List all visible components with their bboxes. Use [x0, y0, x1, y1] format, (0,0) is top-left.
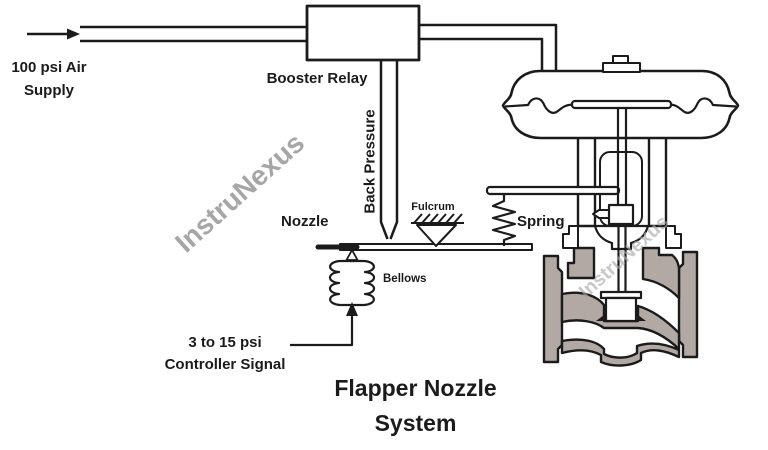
- back-pressure-label: Back Pressure: [361, 109, 379, 214]
- valve-body: [542, 246, 699, 367]
- bellows-label: Bellows: [383, 273, 427, 285]
- control-valve: [485, 55, 740, 367]
- diaphragm-plate: [570, 99, 673, 110]
- bellows-symbol: [328, 249, 376, 307]
- booster-relay-label: Booster Relay: [266, 70, 368, 87]
- controller-signal-label: 3 to 15 psi Controller Signal: [152, 332, 298, 376]
- fulcrum-symbol: [411, 213, 464, 247]
- actuator-dome: [501, 55, 740, 140]
- air-supply-line2: Supply: [23, 82, 74, 100]
- spring-anchor-bar: [485, 185, 621, 196]
- nozzle-label: Nozzle: [281, 213, 329, 230]
- spring-symbol: [491, 194, 517, 246]
- valve-bonnet: [562, 224, 682, 251]
- valve-plug: [599, 290, 643, 323]
- controller-signal-arrow-icon: [290, 302, 358, 347]
- diagram-title: Flapper Nozzle System: [318, 371, 513, 440]
- controller-signal-line2: Controller Signal: [164, 355, 286, 373]
- valve-stem: [592, 108, 635, 292]
- flapper-bar: [315, 243, 533, 251]
- air-supply-label: 100 psi Air Supply: [2, 56, 96, 103]
- fulcrum-label: Fulcrum: [411, 201, 455, 213]
- spring-label: Spring: [517, 213, 565, 230]
- air-supply-line1: 100 psi Air: [11, 59, 87, 76]
- stem-connector: [607, 203, 635, 226]
- output-pipe: [418, 23, 558, 76]
- supply-pipe: [80, 25, 308, 43]
- title-line2: System: [374, 409, 457, 436]
- booster-relay-box: [305, 4, 421, 62]
- title-line1: Flapper Nozzle: [334, 375, 497, 401]
- air-supply-arrow-icon: [27, 28, 80, 40]
- controller-signal-line1: 3 to 15 psi: [188, 334, 262, 351]
- travel-pointer-icon: [592, 209, 610, 219]
- nozzle-tube: [379, 58, 399, 240]
- valve-yoke: [576, 132, 668, 228]
